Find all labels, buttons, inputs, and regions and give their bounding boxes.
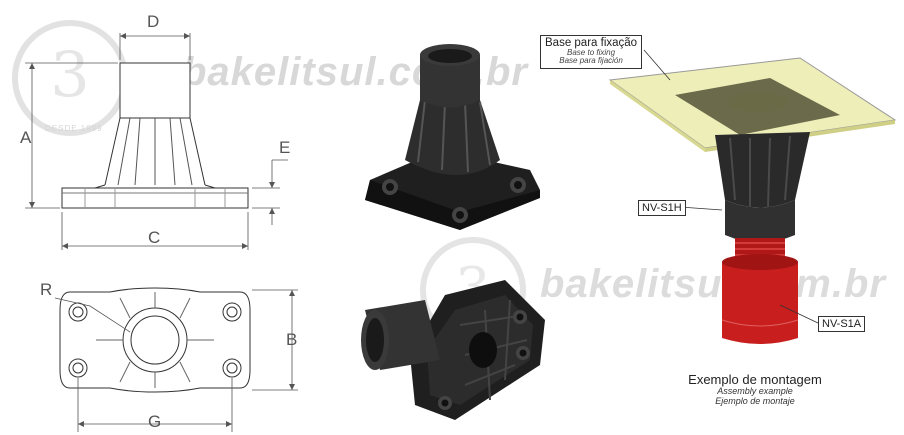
side-view-drawing — [25, 33, 288, 250]
callout-base-fixing: Base para fixação Base to fixing Base pa… — [540, 35, 643, 69]
dim-label-d: D — [147, 12, 160, 31]
dim-label-c: C — [148, 228, 161, 247]
svg-text:3: 3 — [50, 38, 89, 111]
dim-label-e: E — [279, 138, 291, 157]
dim-label-g: G — [148, 412, 162, 431]
watermark-seal-caption: DESDE 1999 — [45, 124, 103, 133]
callout-part-nv-s1a: NV-S1A — [818, 316, 866, 332]
watermark-text-bottom: bakelitsul.com.br — [540, 262, 886, 306]
assembly-render — [608, 49, 897, 344]
callout-base-en: Base to fixing — [567, 48, 616, 58]
caption-title: Exemplo de montagem — [688, 372, 822, 387]
dim-label-a: A — [20, 128, 32, 147]
caption-en: Assembly example — [717, 386, 793, 397]
dim-label-b: B — [286, 330, 298, 349]
assembly-caption: Exemplo de montagem Assembly example Eje… — [670, 372, 840, 407]
dim-label-r: R — [40, 280, 53, 299]
callout-base-es: Base para fijación — [559, 56, 623, 66]
caption-es: Ejemplo de montaje — [715, 396, 795, 407]
callout-base-title: Base para fixação — [545, 37, 638, 49]
top-view-drawing — [54, 287, 298, 432]
render-sideways-part — [361, 280, 545, 420]
render-upright-part — [365, 44, 540, 230]
callout-part-nv-s1h: NV-S1H — [638, 200, 686, 216]
